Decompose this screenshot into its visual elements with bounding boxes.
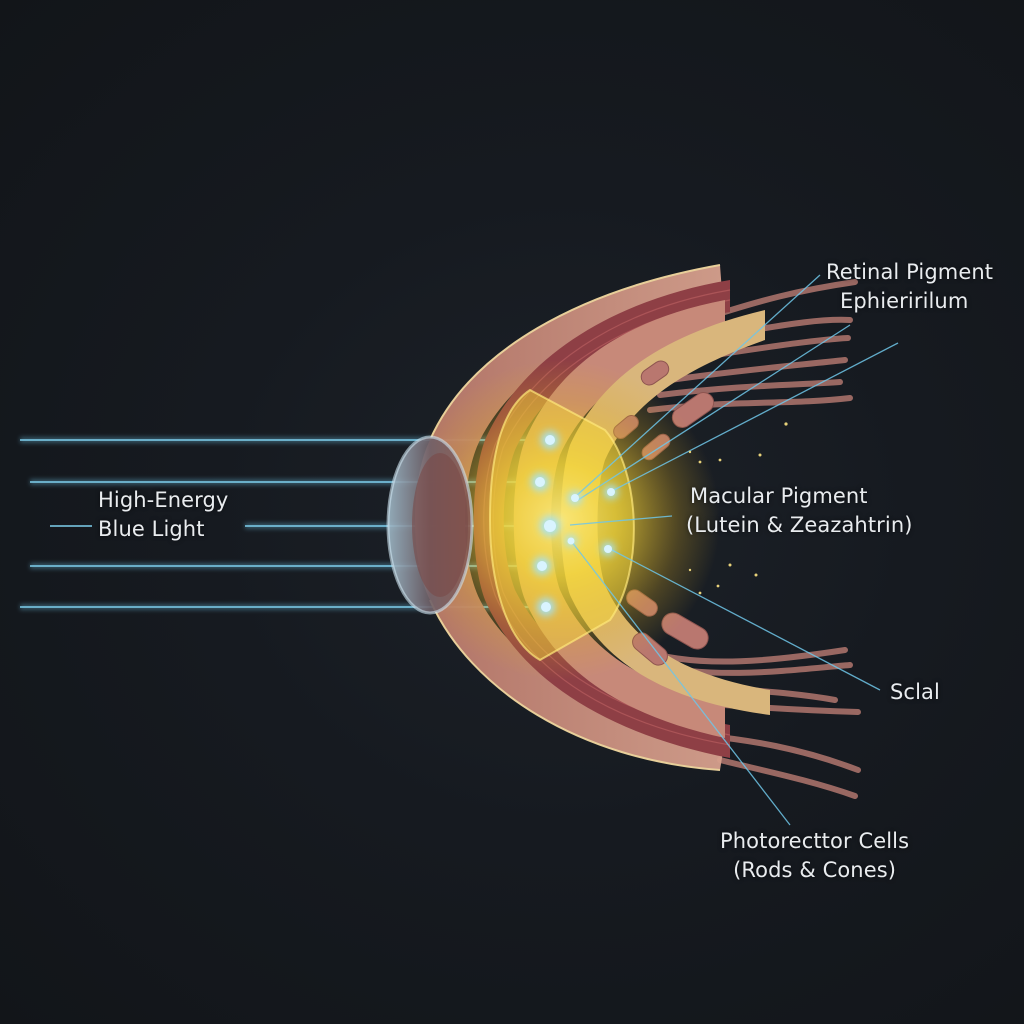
label-line: High-Energy <box>98 488 229 512</box>
sclera-label: Sclal <box>890 678 940 707</box>
label-line: Photorecttor Cells <box>720 829 910 853</box>
light-absorption-points <box>531 431 618 616</box>
label-line: Sclal <box>890 680 940 704</box>
label-line: Macular Pigment <box>690 484 868 508</box>
macular-pigment-region <box>488 388 635 662</box>
macular-pigment-glow <box>400 360 720 680</box>
retinal-pigment-epithelium-label: Retinal Pigment Ephieririlum <box>826 258 993 316</box>
label-line: Ephieririlum <box>840 289 969 313</box>
blue-light-label: High-Energy Blue Light <box>98 486 228 544</box>
lens-cornea <box>386 435 474 615</box>
label-line: (Rods & Cones) <box>733 858 897 882</box>
label-line: (Lutein & Zeazahtrin) <box>686 513 913 537</box>
callout-lines <box>569 274 899 826</box>
macular-pigment-label: Macular Pigment (Lutein & Zeazahtrin) <box>686 482 913 540</box>
label-line: Blue Light <box>98 517 205 541</box>
label-line: Retinal Pigment <box>826 260 994 284</box>
sparkle-particles <box>688 422 788 595</box>
photoreceptor-cells-label: Photorecttor Cells (Rods & Cones) <box>720 827 909 885</box>
